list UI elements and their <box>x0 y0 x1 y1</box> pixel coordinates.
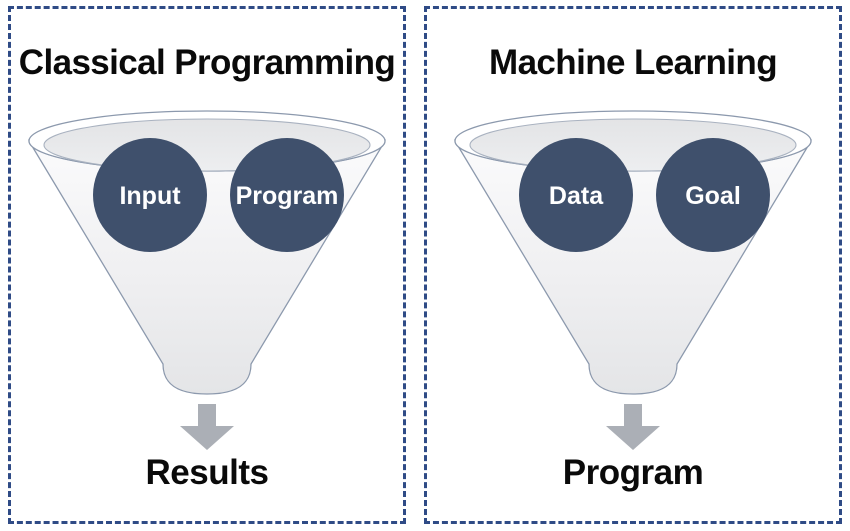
bubble-program[interactable]: Program <box>230 138 344 252</box>
bubble-input-label: Input <box>119 182 181 210</box>
funnel-graphic-left: Input Program <box>28 110 386 395</box>
funnel-classical-programming: Input Program <box>11 109 403 404</box>
bubble-data[interactable]: Data <box>519 138 633 252</box>
funnel-graphic-right: Data Goal <box>454 110 812 395</box>
bubble-data-circle <box>519 138 633 252</box>
outcome-label-results: Results <box>145 453 269 492</box>
bubble-goal[interactable]: Goal <box>656 138 770 252</box>
bubble-input-circle <box>93 138 207 252</box>
panel-machine-learning: Machine Learning <box>424 6 842 524</box>
panel-classical-programming: Classical Programming <box>8 6 406 524</box>
bubble-goal-circle <box>656 138 770 252</box>
bubble-program-label: Program <box>236 182 339 210</box>
bubble-goal-label: Goal <box>685 182 741 210</box>
arrow-container-left <box>11 402 403 454</box>
down-arrow-icon <box>180 404 234 450</box>
arrow-container-right <box>427 402 839 454</box>
bubble-program-circle <box>230 138 344 252</box>
bubble-input[interactable]: Input <box>93 138 207 252</box>
panel-title-machine-learning: Machine Learning <box>489 43 778 82</box>
bubble-data-label: Data <box>549 182 604 210</box>
outcome-label-program: Program <box>562 453 704 492</box>
panel-title-classical-programming: Classical Programming <box>18 43 396 82</box>
down-arrow-icon <box>606 404 660 450</box>
funnel-machine-learning: Data Goal <box>427 109 839 404</box>
